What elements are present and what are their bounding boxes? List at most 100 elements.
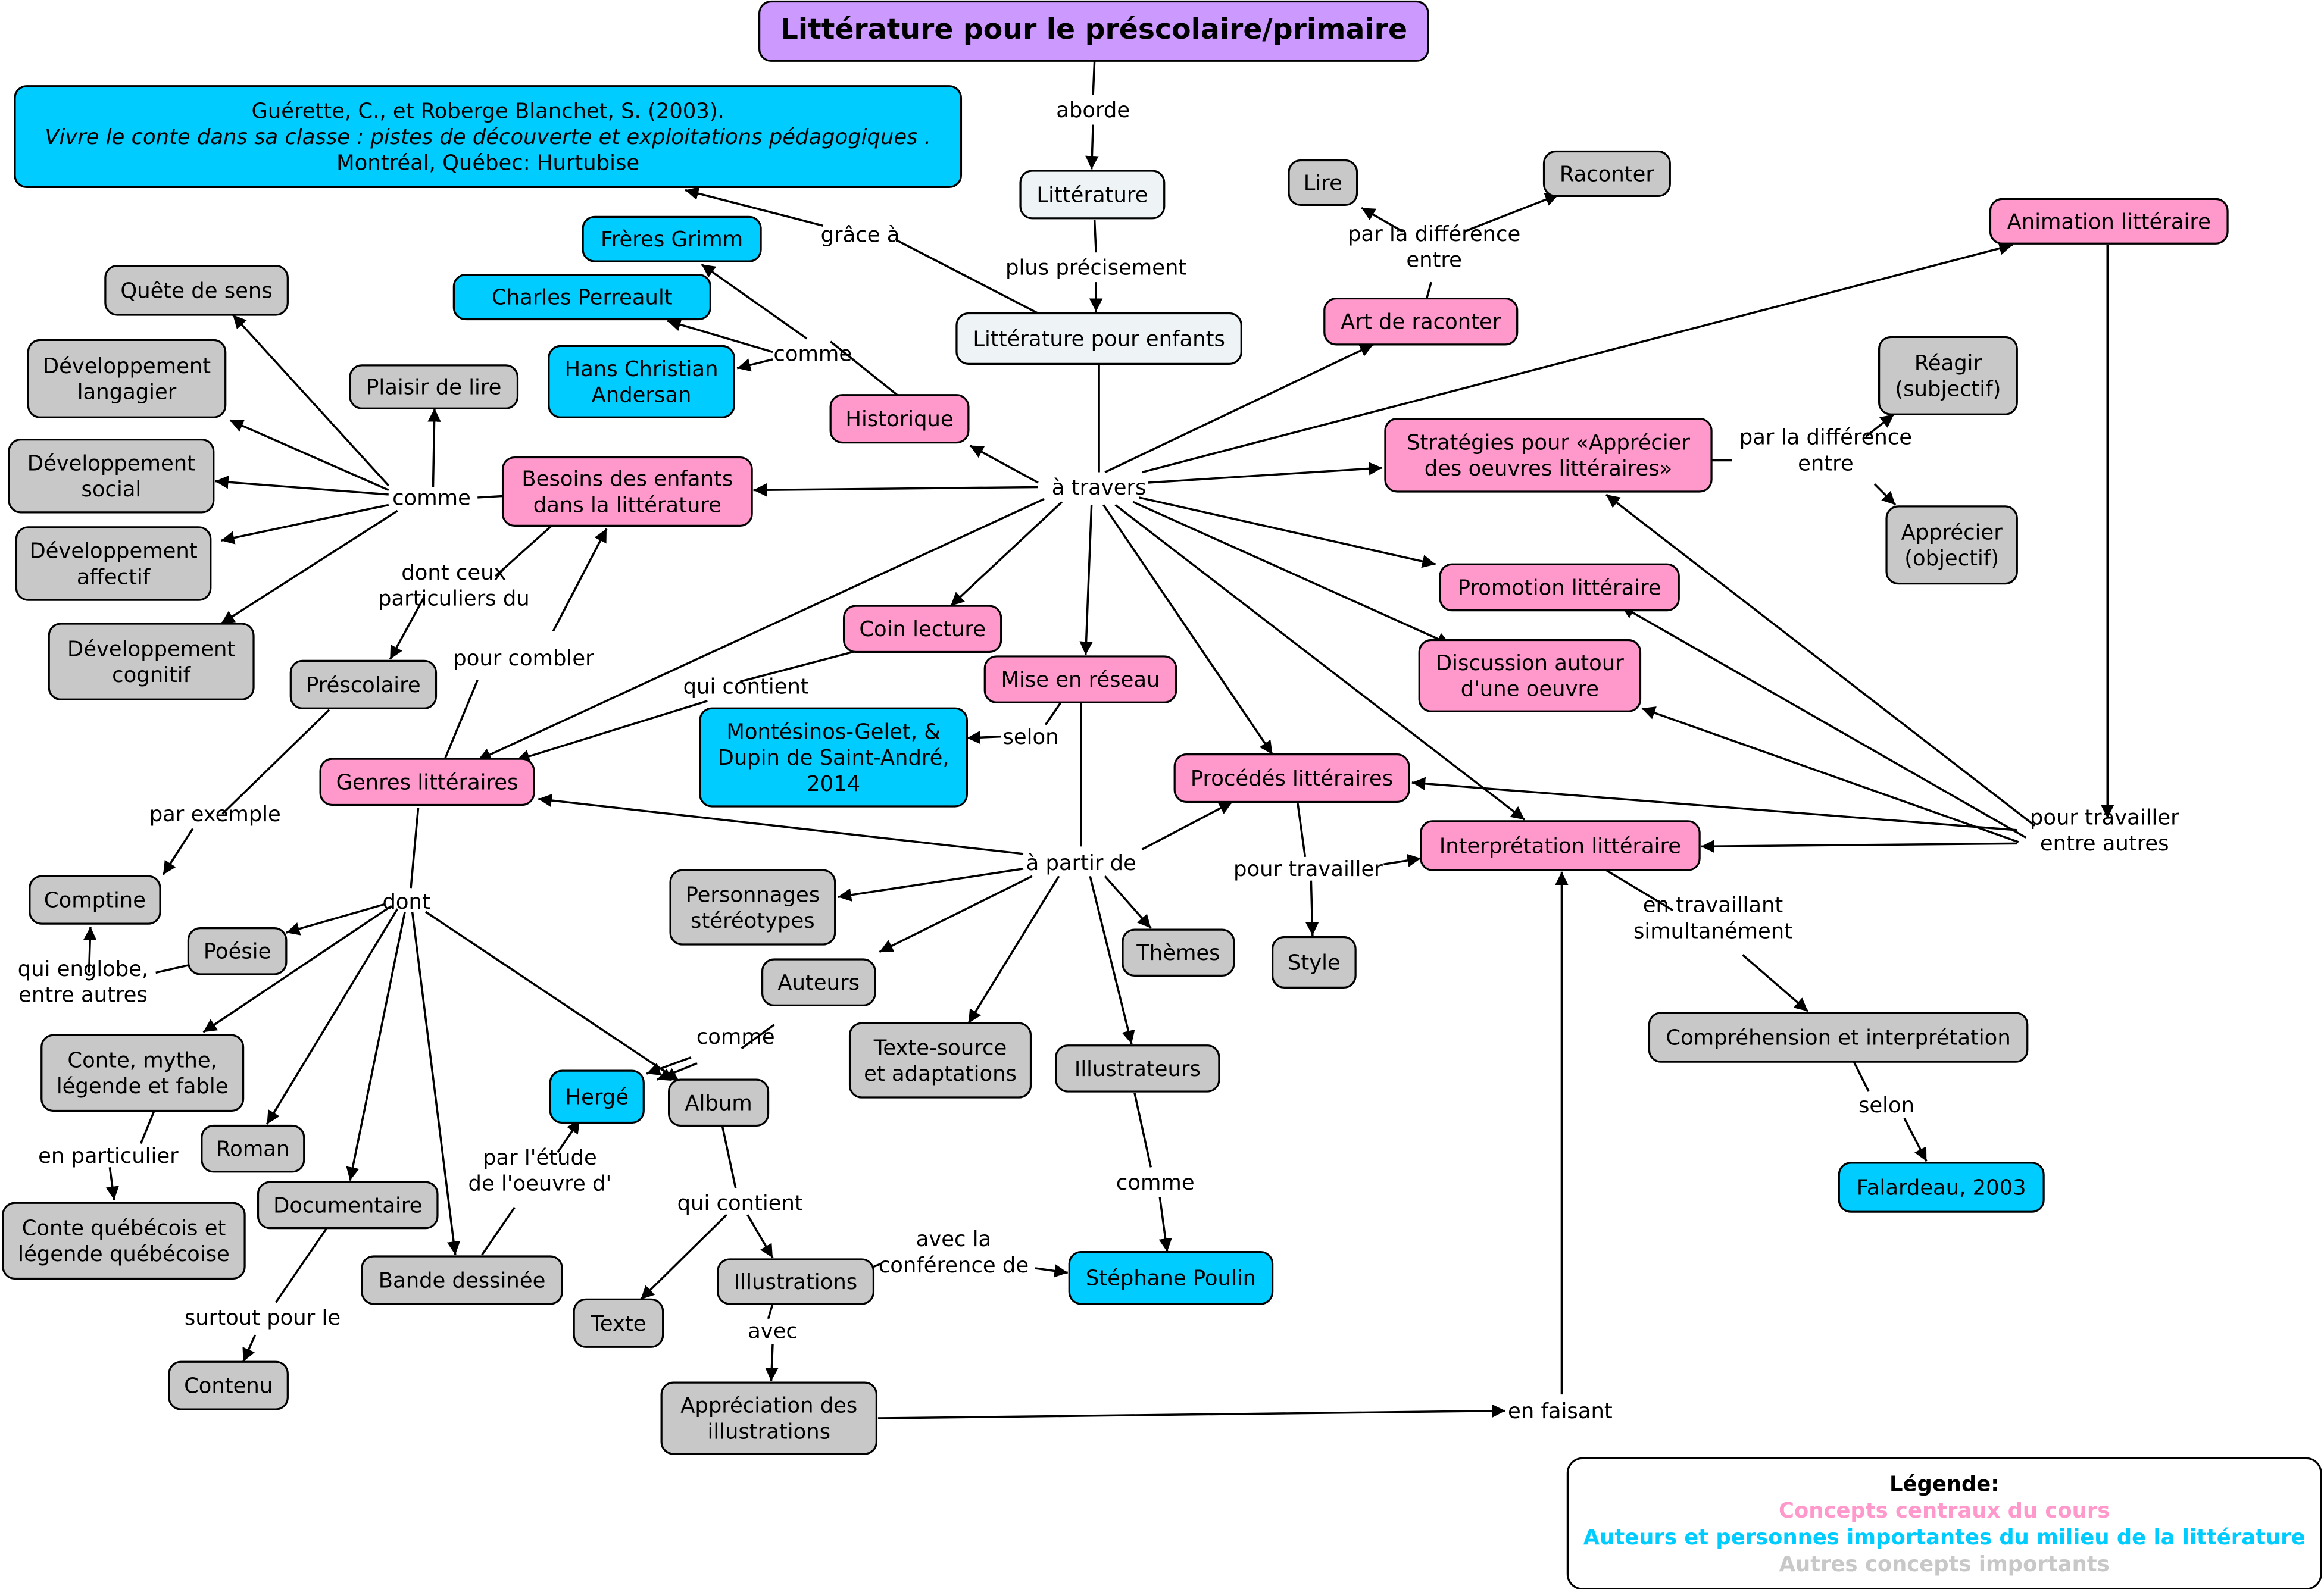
connector-arrow <box>516 700 708 763</box>
concept-label: Littérature <box>1036 183 1148 207</box>
concept-label: langagier <box>77 380 177 405</box>
connector-arrow <box>967 730 1001 745</box>
concept-quete[interactable]: Quête de sens <box>104 265 289 316</box>
concept-poulin[interactable]: Stéphane Poulin <box>1068 1250 1274 1305</box>
link-label-text: comme <box>1116 1171 1195 1195</box>
concept-historique[interactable]: Historique <box>829 394 970 444</box>
concept-label: Personnages <box>686 883 820 907</box>
concept-bande-dessinee[interactable]: Bande dessinée <box>361 1255 563 1305</box>
concept-roman[interactable]: Roman <box>201 1124 305 1173</box>
concept-label: légende et fable <box>57 1074 229 1099</box>
concept-box <box>14 85 963 189</box>
concept-documentaire[interactable]: Documentaire <box>257 1181 439 1230</box>
concept-box <box>1323 297 1519 346</box>
connector-arrow <box>1305 880 1319 936</box>
concept-herge[interactable]: Hergé <box>549 1069 645 1124</box>
concept-contenu[interactable]: Contenu <box>168 1360 289 1410</box>
link-label-a-partir-de: à partir de <box>1026 851 1136 875</box>
concept-box <box>1542 150 1671 198</box>
connector-arrow <box>685 187 824 227</box>
link-label-grace-a: grâce à <box>821 223 900 248</box>
concept-raconter[interactable]: Raconter <box>1542 150 1671 198</box>
link-label-text: avec <box>748 1319 798 1343</box>
concept-apprecier[interactable]: Apprécier(objectif) <box>1885 505 2018 585</box>
concept-illustrateurs[interactable]: Illustrateurs <box>1055 1044 1220 1093</box>
concept-label: Illustrateurs <box>1074 1057 1201 1081</box>
link-label-text: conférence de <box>879 1253 1029 1278</box>
concept-conte-mythe[interactable]: Conte, mythe,légende et fable <box>40 1034 245 1112</box>
concept-litterature[interactable]: Littérature <box>1019 170 1166 220</box>
concept-illustrations[interactable]: Illustrations <box>717 1258 875 1305</box>
concept-themes[interactable]: Thèmes <box>1122 928 1235 977</box>
concept-interpretation[interactable]: Interprétation littéraire <box>1420 820 1701 871</box>
concept-plaisir[interactable]: Plaisir de lire <box>349 364 519 409</box>
connector-arrow <box>1148 462 1383 484</box>
concept-ref-guerette[interactable]: Guérette, C., et Roberge Blanchet, S. (2… <box>14 85 963 189</box>
concept-auteurs[interactable]: Auteurs <box>761 958 876 1006</box>
concept-album[interactable]: Album <box>667 1078 770 1127</box>
concept-box <box>201 1124 305 1173</box>
concept-box <box>40 1034 245 1112</box>
concept-label: Appréciation des <box>680 1394 857 1418</box>
concept-comptine[interactable]: Comptine <box>29 875 161 925</box>
concept-label: Compréhension et interprétation <box>1666 1025 2010 1050</box>
concept-genres[interactable]: Genres littéraires <box>319 758 535 806</box>
concept-texte[interactable]: Texte <box>573 1298 664 1348</box>
concept-comprehension[interactable]: Compréhension et interprétation <box>1648 1012 2029 1063</box>
link-label-text: par la différence <box>1739 426 1912 450</box>
concept-lire[interactable]: Lire <box>1288 159 1358 206</box>
concept-label: Réagir <box>1914 351 1982 376</box>
concept-falardeau[interactable]: Falardeau, 2003 <box>1838 1162 2045 1213</box>
connector-line <box>721 1125 737 1188</box>
concept-mise-reseau[interactable]: Mise en réseau <box>983 655 1177 703</box>
concept-litterature-enfants[interactable]: Littérature pour enfants <box>955 312 1242 365</box>
concept-box <box>27 339 227 418</box>
concept-montesinos[interactable]: Montésinos-Gelet, &Dupin de Saint-André,… <box>699 707 969 808</box>
concept-perreault[interactable]: Charles Perreault <box>452 274 711 321</box>
connector-arrow <box>1463 193 1560 233</box>
connector-line <box>897 239 1039 315</box>
link-label-text: surtout pour le <box>185 1306 341 1330</box>
connector-line <box>1092 61 1096 95</box>
connector-arrow <box>1903 1118 1928 1162</box>
concept-label: d'une oeuvre <box>1461 677 1599 702</box>
concept-reagir[interactable]: Réagir(subjectif) <box>1878 336 2018 415</box>
connector-line <box>494 525 552 577</box>
connector-arrow <box>701 263 808 340</box>
concept-label: Style <box>1288 950 1341 975</box>
concept-promotion[interactable]: Promotion littéraire <box>1439 563 1680 612</box>
concept-box <box>1838 1162 2045 1213</box>
concept-style[interactable]: Style <box>1271 936 1357 989</box>
connector-arrow <box>969 445 1039 484</box>
link-label-text: comme <box>392 486 471 510</box>
concept-poesie[interactable]: Poésie <box>187 927 288 975</box>
connector-arrow <box>1641 706 2019 843</box>
concept-art-raconter[interactable]: Art de raconter <box>1323 297 1519 346</box>
concept-box <box>548 345 735 418</box>
concept-procedes[interactable]: Procédés littéraires <box>1173 753 1410 803</box>
concept-animation[interactable]: Animation littéraire <box>1989 198 2229 245</box>
concept-box <box>1173 753 1410 803</box>
concept-box <box>1989 198 2229 245</box>
concept-prescolaire[interactable]: Préscolaire <box>289 659 438 709</box>
connector-arrow <box>229 419 389 492</box>
concept-grimm[interactable]: Frères Grimm <box>582 215 762 262</box>
concept-coin-lecture[interactable]: Coin lecture <box>842 605 1002 653</box>
link-label-text: à travers <box>1052 476 1147 500</box>
link-label-surtout-pour: surtout pour le <box>185 1306 341 1330</box>
concept-title[interactable]: Littérature pour le préscolaire/primaire <box>758 0 1429 62</box>
